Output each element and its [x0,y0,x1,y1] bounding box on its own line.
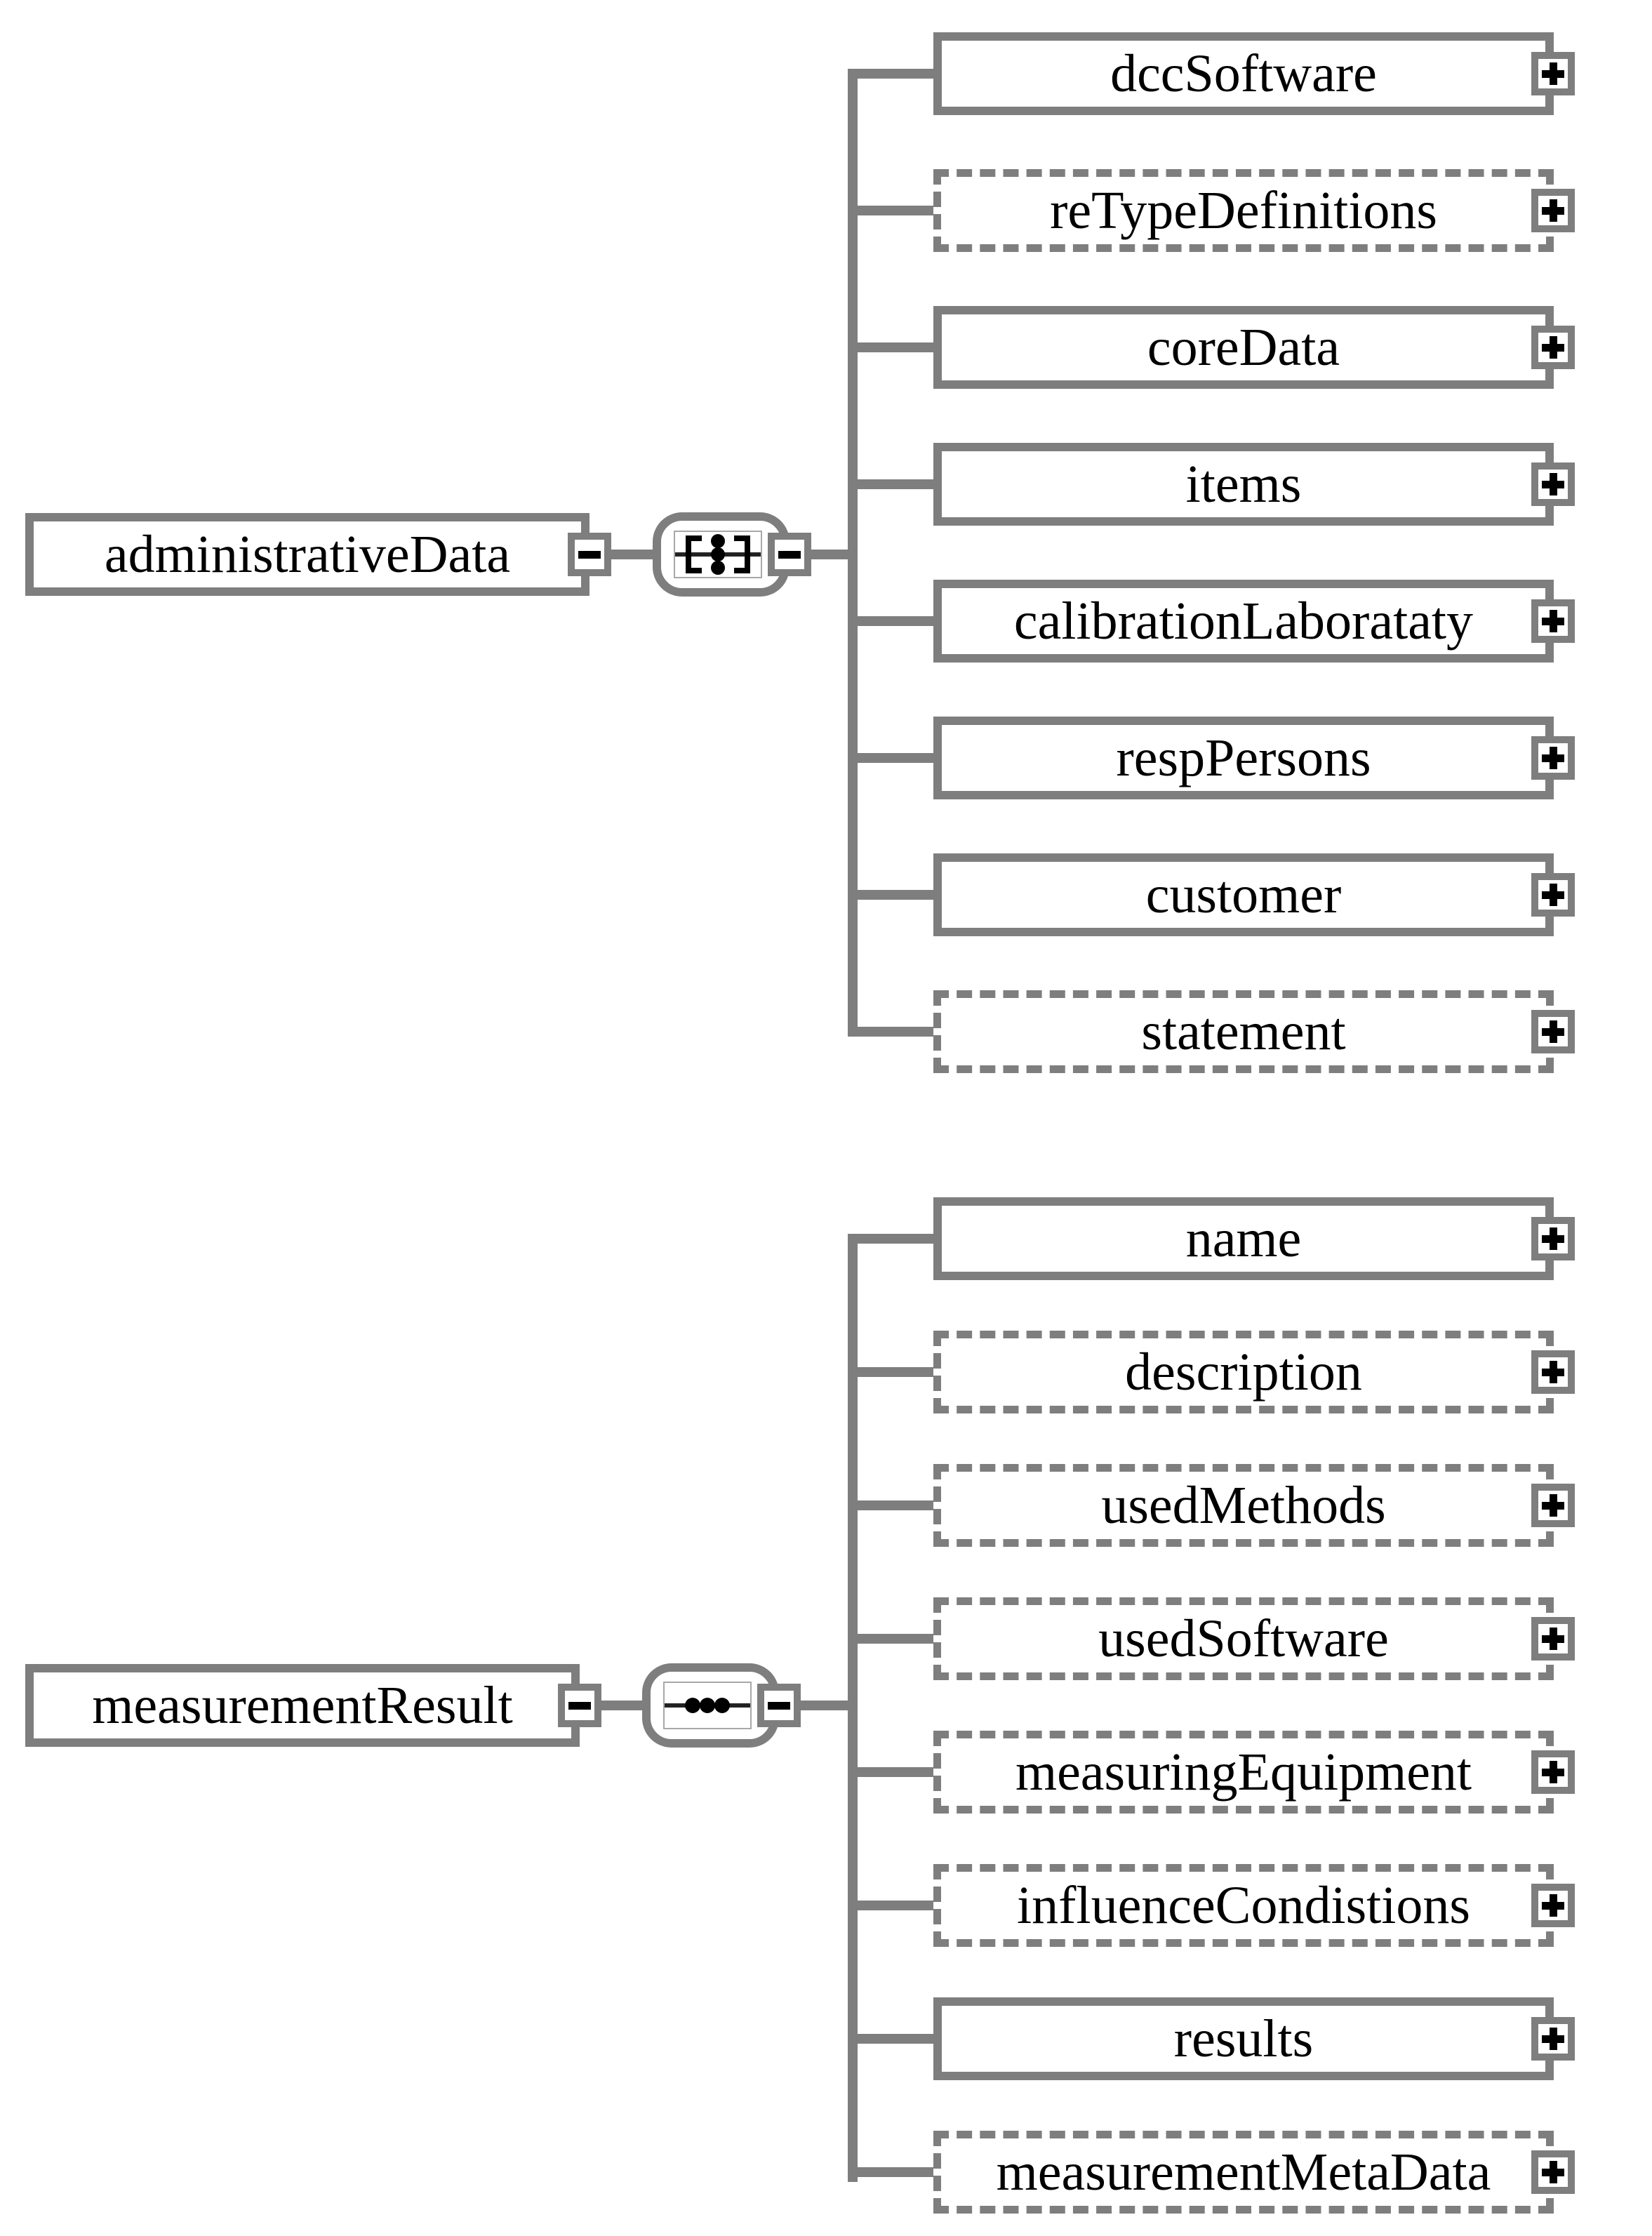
element-box-reTypeDefinitions[interactable]: reTypeDefinitions [933,169,1554,252]
element-label: administrativeData [104,524,511,584]
element-label: description [1125,1342,1362,1402]
connector-line [848,753,933,763]
sequence-icon [663,1682,752,1729]
expand-button-statement[interactable] [1531,1010,1575,1053]
element-label: influenceCondistions [1017,1875,1470,1935]
expand-button-calibrationLaborataty[interactable] [1531,599,1575,643]
element-box-statement[interactable]: statement [933,990,1554,1073]
element-label: statement [1141,1001,1346,1061]
connector-line [801,1701,858,1710]
expand-button-reTypeDefinitions[interactable] [1531,189,1575,232]
connector-line [848,890,933,900]
collapse-button-sequence-group[interactable] [757,1684,801,1727]
connector-line [848,1767,933,1777]
connector-line [848,2034,933,2044]
element-box-measurementResult[interactable]: measurementResult [25,1664,580,1747]
connector-line [601,1701,642,1710]
element-box-items[interactable]: items [933,443,1554,526]
element-box-calibrationLaborataty[interactable]: calibrationLaborataty [933,580,1554,663]
element-label: results [1173,2009,1314,2068]
element-label: calibrationLaborataty [1013,591,1474,651]
element-label: measuringEquipment [1015,1742,1472,1802]
connector-line [848,1367,933,1377]
expand-button-respPersons[interactable] [1531,736,1575,780]
element-box-respPersons[interactable]: respPersons [933,717,1554,799]
expand-button-measurementMetaData[interactable] [1531,2150,1575,2194]
expand-button-items[interactable] [1531,462,1575,506]
element-label: name [1185,1209,1302,1268]
element-box-results[interactable]: results [933,1997,1554,2080]
minus-icon [568,1701,591,1710]
minus-icon [778,550,801,559]
element-box-usedSoftware[interactable]: usedSoftware [933,1597,1554,1680]
element-label: measurementResult [92,1675,513,1735]
element-label: customer [1145,865,1342,924]
element-box-influenceCondistions[interactable]: influenceCondistions [933,1864,1554,1947]
collapse-button-measurementResult[interactable] [558,1684,601,1727]
connector-line [848,1901,933,1910]
connector-line [848,1500,933,1510]
element-box-usedMethods[interactable]: usedMethods [933,1464,1554,1547]
element-box-name[interactable]: name [933,1197,1554,1280]
element-label: reTypeDefinitions [1050,180,1437,240]
connector-line [848,1234,933,1244]
tree-trunk-line [848,69,858,1037]
element-label: usedMethods [1101,1475,1386,1535]
expand-button-measuringEquipment[interactable] [1531,1750,1575,1794]
expand-button-dccSoftware[interactable] [1531,52,1575,95]
expand-button-name[interactable] [1531,1217,1575,1260]
element-label: usedSoftware [1098,1609,1389,1668]
connector-line [848,1027,933,1037]
element-label: dccSoftware [1110,44,1377,103]
element-label: coreData [1147,317,1340,377]
collapse-button-administrativeData[interactable] [568,533,611,576]
expand-button-usedSoftware[interactable] [1531,1617,1575,1661]
element-box-customer[interactable]: customer [933,853,1554,936]
connector-line [848,2167,933,2177]
element-box-measurementMetaData[interactable]: measurementMetaData [933,2131,1554,2214]
connector-line [848,342,933,352]
connector-line [848,479,933,489]
connector-line [848,1634,933,1644]
element-box-dccSoftware[interactable]: dccSoftware [933,32,1554,115]
connector-line [848,616,933,626]
connector-line [611,550,653,559]
element-box-measuringEquipment[interactable]: measuringEquipment [933,1731,1554,1814]
expand-button-customer[interactable] [1531,873,1575,917]
expand-button-coreData[interactable] [1531,326,1575,369]
collapse-button-all-group[interactable] [768,533,811,576]
connector-line [848,206,933,215]
minus-icon [768,1701,790,1710]
expand-button-description[interactable] [1531,1350,1575,1394]
connector-line [848,69,933,79]
connector-line [811,550,858,559]
element-label: respPersons [1116,728,1371,787]
tree-trunk-line [848,1234,858,2182]
element-box-description[interactable]: description [933,1331,1554,1413]
element-label: measurementMetaData [996,2142,1491,2202]
expand-button-influenceCondistions[interactable] [1531,1884,1575,1927]
element-box-coreData[interactable]: coreData [933,306,1554,389]
expand-button-results[interactable] [1531,2017,1575,2061]
expand-button-usedMethods[interactable] [1531,1484,1575,1527]
all-icon [674,531,762,578]
minus-icon [578,550,601,559]
element-box-administrativeData[interactable]: administrativeData [25,513,589,596]
element-label: items [1185,454,1302,514]
